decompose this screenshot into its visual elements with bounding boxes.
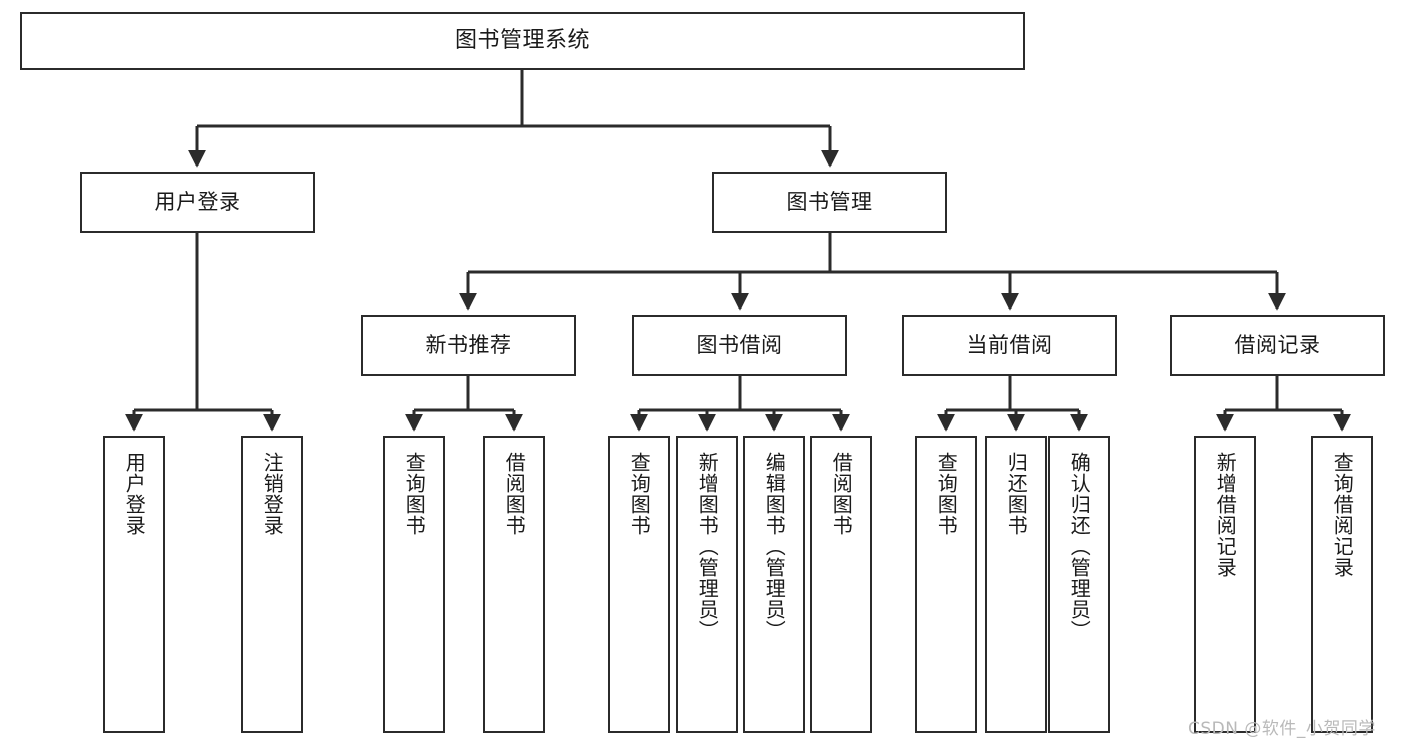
node-leaf-add-record-label: 新增借阅记录	[1213, 452, 1238, 578]
node-leaf-borrow-book-a[interactable]: 借阅图书	[483, 436, 545, 733]
node-root[interactable]: 图书管理系统	[20, 12, 1025, 70]
node-current-borrow-label: 当前借阅	[966, 333, 1053, 358]
node-leaf-query-record-label: 查询借阅记录	[1330, 452, 1355, 578]
node-new-book-rec-label: 新书推荐	[425, 333, 512, 358]
node-leaf-add-record[interactable]: 新增借阅记录	[1194, 436, 1256, 733]
node-leaf-logout[interactable]: 注销登录	[241, 436, 303, 733]
node-leaf-return-book[interactable]: 归还图书	[985, 436, 1047, 733]
node-user-login-label: 用户登录	[154, 190, 241, 215]
node-leaf-query-book-a-label: 查询图书	[402, 452, 427, 536]
node-leaf-confirm-return-label: 确认归还（管理员）	[1067, 452, 1092, 641]
node-root-label: 图书管理系统	[454, 28, 590, 54]
node-borrow-record-label: 借阅记录	[1234, 333, 1321, 358]
node-leaf-logout-label: 注销登录	[260, 452, 285, 536]
node-new-book-rec[interactable]: 新书推荐	[361, 315, 576, 376]
node-leaf-query-book-b[interactable]: 查询图书	[608, 436, 670, 733]
node-leaf-add-book[interactable]: 新增图书（管理员）	[676, 436, 738, 733]
node-leaf-confirm-return[interactable]: 确认归还（管理员）	[1048, 436, 1110, 733]
node-current-borrow[interactable]: 当前借阅	[902, 315, 1117, 376]
node-leaf-user-login[interactable]: 用户登录	[103, 436, 165, 733]
node-leaf-query-book-b-label: 查询图书	[627, 452, 652, 536]
node-leaf-borrow-book-a-label: 借阅图书	[502, 452, 527, 536]
node-leaf-edit-book-label: 编辑图书（管理员）	[762, 452, 787, 641]
node-leaf-user-login-label: 用户登录	[122, 452, 147, 536]
node-book-manage[interactable]: 图书管理	[712, 172, 947, 233]
node-leaf-query-book-c-label: 查询图书	[934, 452, 959, 536]
node-leaf-edit-book[interactable]: 编辑图书（管理员）	[743, 436, 805, 733]
node-leaf-return-book-label: 归还图书	[1004, 452, 1029, 536]
node-leaf-borrow-book-b[interactable]: 借阅图书	[810, 436, 872, 733]
node-leaf-query-book-a[interactable]: 查询图书	[383, 436, 445, 733]
node-book-borrow-label: 图书借阅	[696, 333, 783, 358]
node-leaf-query-book-c[interactable]: 查询图书	[915, 436, 977, 733]
watermark: CSDN @软件_小贺同学	[1188, 719, 1376, 739]
node-leaf-borrow-book-b-label: 借阅图书	[829, 452, 854, 536]
node-book-manage-label: 图书管理	[786, 190, 873, 215]
node-user-login[interactable]: 用户登录	[80, 172, 315, 233]
node-book-borrow[interactable]: 图书借阅	[632, 315, 847, 376]
node-leaf-query-record[interactable]: 查询借阅记录	[1311, 436, 1373, 733]
node-borrow-record[interactable]: 借阅记录	[1170, 315, 1385, 376]
node-leaf-add-book-label: 新增图书（管理员）	[695, 452, 720, 641]
